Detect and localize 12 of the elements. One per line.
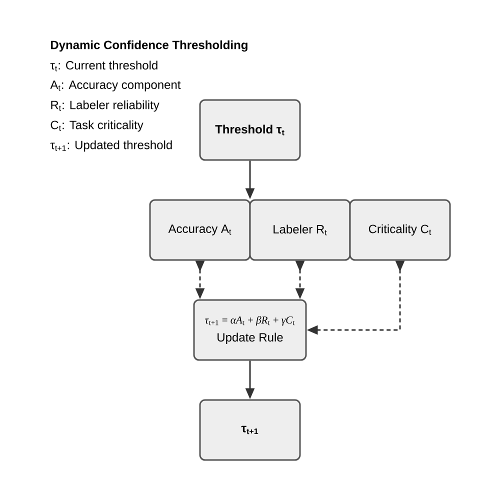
process-box: τ$_{t+1}$ <box>199 399 301 461</box>
title: Dynamic Confidence Thresholding <box>51 40 248 52</box>
process-box: τ$_{t+1}$ = αA$_{t}$ + βR$_{t}$ + γC$_{t}$ Update Rule <box>193 299 307 361</box>
process-box: Accuracy A$_{t}$ <box>149 199 251 261</box>
process-box: Threshold τ$_{t}$ <box>199 99 301 161</box>
process-box: Criticality C$_{t}$ <box>349 199 451 261</box>
definition-text: C$_{t}$: Task criticality <box>50 120 144 132</box>
definition-text: τ$_{t}$: Current threshold <box>50 60 158 72</box>
definition-text: R$_{t}$: Labeler reliability <box>51 100 160 112</box>
definition-text: τ$_{t+1}$: Updated threshold <box>50 140 172 152</box>
process-box: Labeler R$_{t}$ <box>249 199 351 261</box>
definition-text: A$_{t}$: Accuracy component <box>50 80 181 92</box>
